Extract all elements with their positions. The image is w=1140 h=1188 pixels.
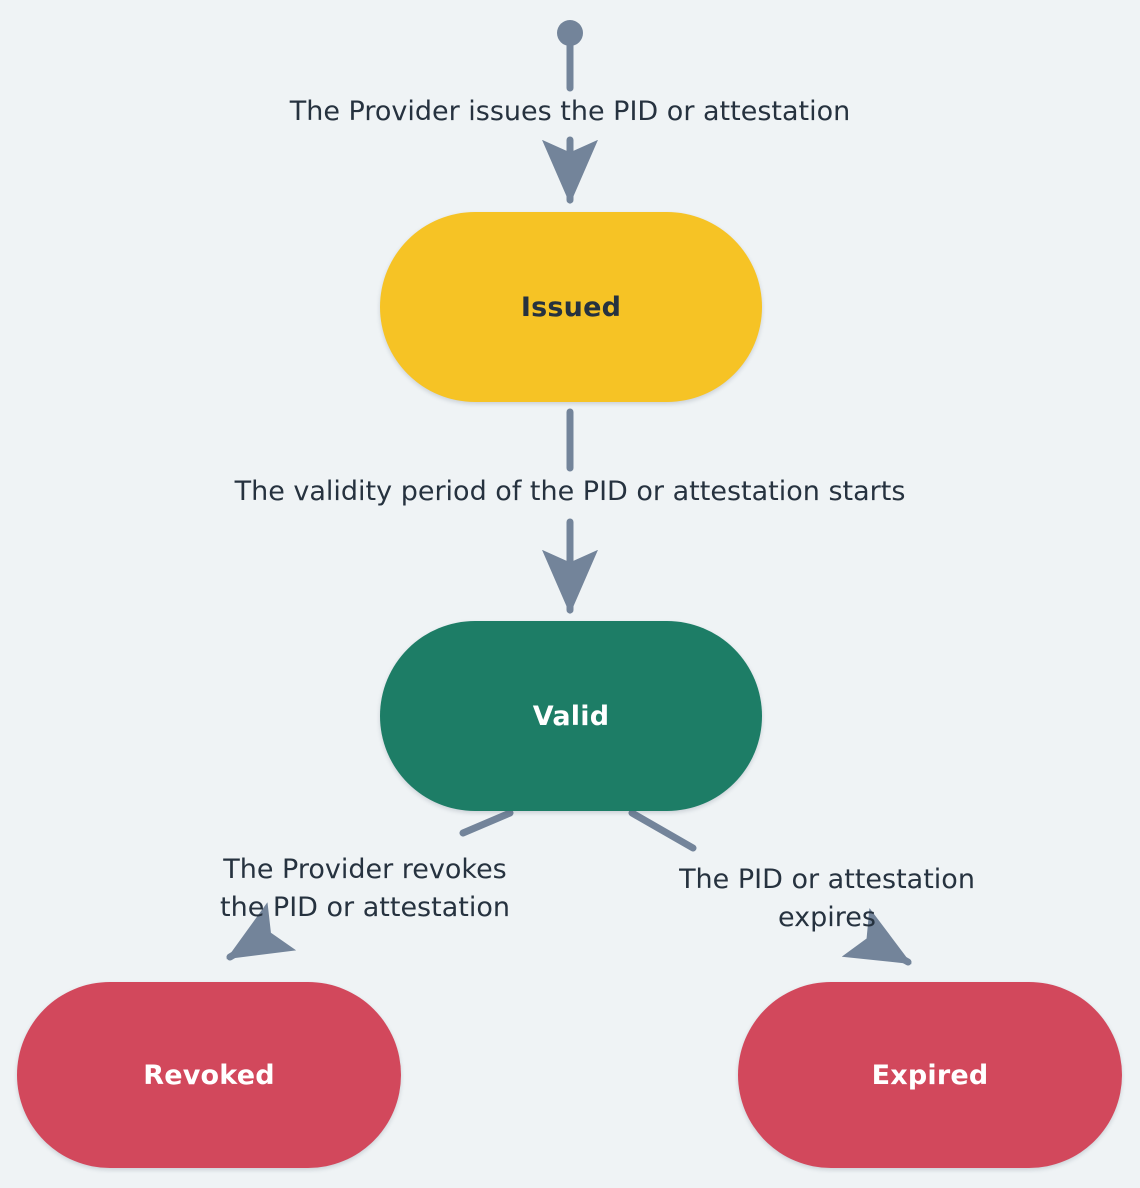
state-node-valid[interactable]: Valid	[380, 621, 762, 811]
state-node-issued-label: Issued	[520, 291, 622, 323]
edge-label-valid-to-expired: The PID or attestation expires	[679, 864, 975, 934]
edge-label-start-to-issued: The Provider issues the PID or attestati…	[289, 96, 851, 127]
state-node-expired[interactable]: Expired	[738, 982, 1122, 1168]
state-node-revoked[interactable]: Revoked	[17, 982, 401, 1168]
state-node-valid-label: Valid	[532, 700, 610, 732]
state-node-revoked-label: Revoked	[143, 1059, 275, 1091]
start-node-circle	[557, 20, 583, 46]
edge-valid-to-expired-arrow	[841, 907, 912, 966]
edge-valid-to-revoked-stub	[459, 809, 514, 837]
edge-label-valid-to-revoked: The Provider revokes the PID or attestat…	[220, 854, 510, 924]
edge-valid-to-revoked-arrow	[226, 902, 297, 961]
edge-valid-to-expired-stub	[628, 809, 697, 852]
state-node-issued[interactable]: Issued	[380, 212, 762, 402]
state-node-expired-label: Expired	[871, 1059, 989, 1091]
edge-label-issued-to-valid: The validity period of the PID or attest…	[234, 476, 906, 507]
